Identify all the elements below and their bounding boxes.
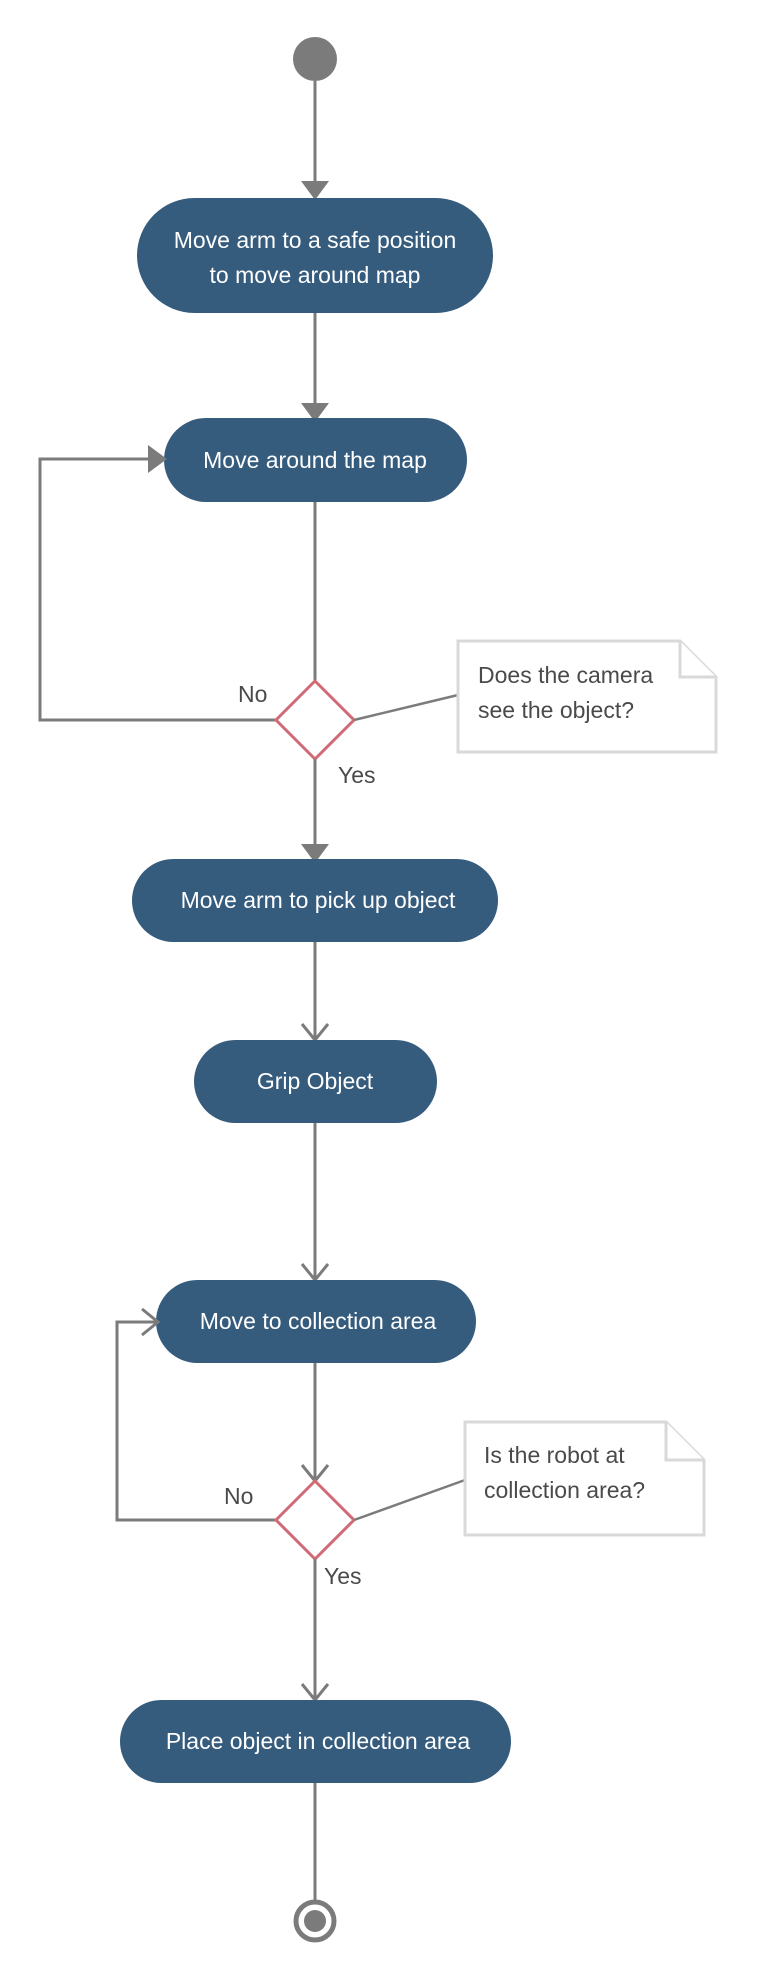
activity-move-to-collection: Move to collection area	[156, 1280, 476, 1363]
arrowhead-filled	[148, 445, 167, 473]
activity-safe-position: Move arm to a safe position to move arou…	[137, 198, 493, 313]
note-camera-line-1: Does the camera	[478, 662, 653, 688]
activity-pick-up-object-label: Move arm to pick up object	[181, 887, 456, 913]
activity-pick-up-object: Move arm to pick up object	[132, 859, 498, 942]
note-robot-line-1: Is the robot at	[484, 1442, 625, 1468]
activity-place-object-label: Place object in collection area	[166, 1728, 470, 1754]
activity-safe-position-line-1: Move arm to a safe position	[174, 227, 457, 253]
flow-robot-no-loop	[115, 1320, 276, 1522]
note-connector-robot	[353, 1478, 466, 1522]
activity-place-object: Place object in collection area	[120, 1700, 511, 1783]
start-node	[293, 37, 337, 81]
camera-decision-yes-label: Yes	[338, 762, 376, 788]
note-connector-camera	[353, 693, 459, 722]
note-robot: Is the robot at collection area?	[463, 1420, 706, 1537]
activity-move-around-map: Move around the map	[164, 418, 467, 502]
note-robot-line-2: collection area?	[484, 1477, 645, 1503]
arrowhead-filled	[301, 844, 329, 863]
activity-move-to-collection-label: Move to collection area	[200, 1308, 437, 1334]
activity-move-around-map-label: Move around the map	[203, 447, 427, 473]
activity-safe-position-line-2: to move around map	[210, 262, 421, 288]
arrowhead-filled	[301, 403, 329, 422]
activity-grip-object: Grip Object	[194, 1040, 437, 1123]
robot-decision-yes-label: Yes	[324, 1563, 362, 1589]
activity-grip-object-label: Grip Object	[257, 1068, 374, 1094]
camera-decision-no-label: No	[238, 681, 267, 707]
note-camera: Does the camera see the object?	[456, 639, 718, 754]
flow-camera-no-loop	[38, 457, 276, 722]
decision-camera-sees-object	[273, 678, 357, 762]
note-camera-line-2: see the object?	[478, 697, 634, 723]
decision-robot-at-collection	[273, 1478, 357, 1562]
arrowhead-filled	[301, 181, 329, 200]
robot-decision-no-label: No	[224, 1483, 253, 1509]
end-node	[293, 1899, 337, 1943]
arrowhead-open	[141, 1307, 161, 1337]
